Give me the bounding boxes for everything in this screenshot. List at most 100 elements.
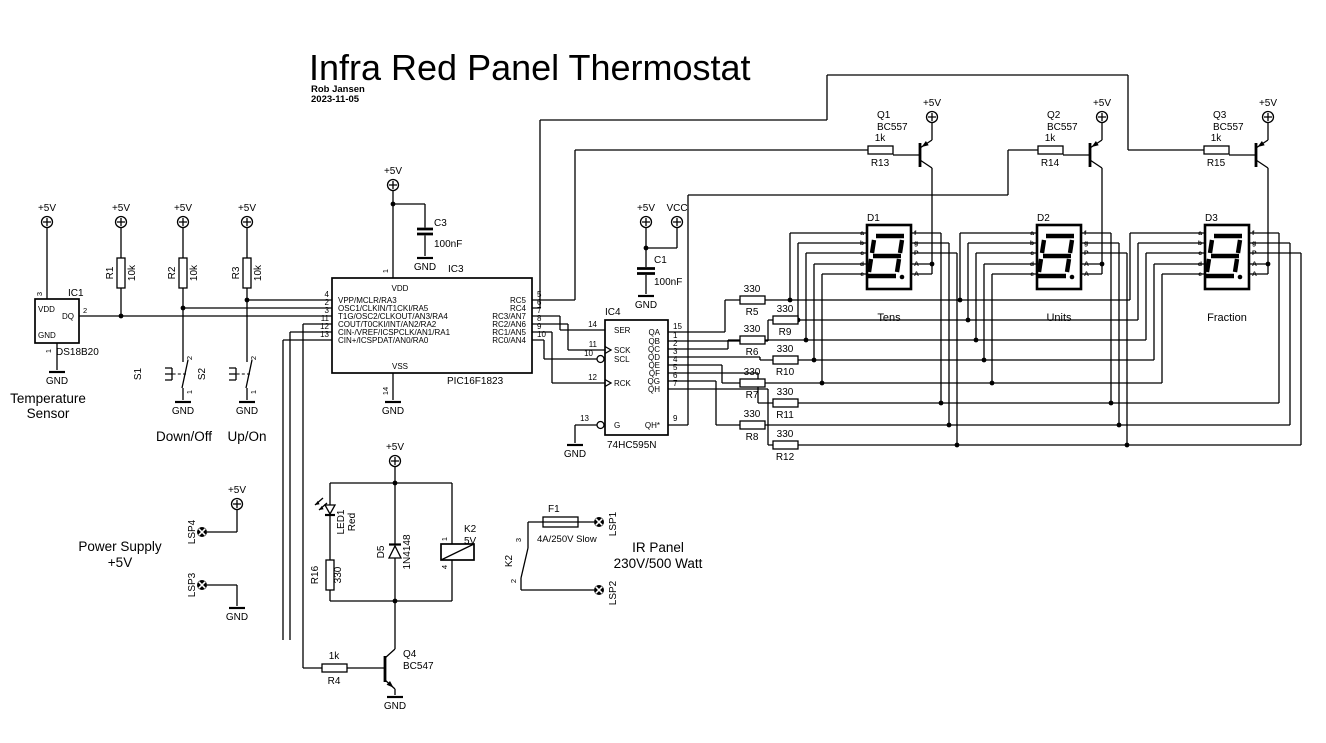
ic1-pin-num: 1	[44, 349, 53, 353]
solder-pad-lsp2-icon	[594, 585, 604, 595]
sensor-caption-2: Sensor	[27, 406, 70, 421]
pnp-arrow-icon	[1257, 141, 1265, 147]
r8-ref: R8	[746, 432, 759, 443]
d2-body	[1035, 223, 1083, 291]
capacitor-c1: C1 100nF	[637, 255, 682, 288]
npn-arrow-icon	[386, 681, 394, 688]
solder-pad-lsp4-icon	[197, 527, 207, 537]
d3-ref: D3	[1205, 213, 1218, 224]
net-label: +5V	[923, 98, 941, 109]
wires-shift-register	[574, 149, 1038, 446]
led-ref: LED1	[336, 509, 347, 534]
ic3-left-pin-name: CIN-/VREF/ICSPCLK/AN1/RA1	[338, 328, 451, 337]
d1-pin: a	[860, 230, 864, 237]
s1-caption: Down/Off	[156, 429, 212, 444]
ic4-right-pin-num: 5	[673, 363, 678, 372]
s2-pin-num: 1	[249, 390, 258, 394]
led-value: Red	[347, 513, 358, 531]
vcc-symbol-icon: +5V	[174, 203, 192, 229]
wires-relay-driver	[329, 466, 453, 695]
q4-ref: Q4	[403, 649, 417, 660]
net-label: +5V	[112, 203, 130, 214]
ic4-left-pin-num: 12	[588, 373, 597, 382]
r3-value: 10k	[253, 264, 264, 281]
ic4-right-pin-num: 2	[673, 339, 678, 348]
ic4-left-pin-num: 13	[580, 414, 589, 423]
ic1-ref: IC1	[68, 288, 84, 299]
k2-coil-pin: 1	[440, 537, 449, 541]
ic3-right-pin-num: 7	[537, 306, 542, 315]
r16-ref: R16	[310, 565, 321, 584]
r11-value: 330	[777, 387, 794, 398]
gnd-symbol-icon: GND	[236, 400, 258, 417]
s1-ref: S1	[133, 367, 144, 380]
d1-pin: A	[914, 271, 919, 278]
gnd-symbol-icon: GND	[384, 695, 406, 712]
ic4-ref: IC4	[605, 307, 621, 318]
d2-pin: d	[1030, 261, 1034, 268]
d3-body	[1203, 223, 1251, 291]
relay-coil-icon	[440, 543, 475, 561]
d2-ref: D2	[1037, 213, 1050, 224]
ic4-right-pin-name: QD	[648, 353, 660, 362]
power-symbols: +5V +5V +5V +5V +5V +5V VCC +5V +5V +5V …	[38, 98, 1277, 511]
ic4-right-pin-name: QG	[648, 377, 660, 386]
ic4-right-pin-name: QH	[648, 385, 660, 394]
net-label: +5V	[38, 203, 56, 214]
ic1-pin-gnd: GND	[38, 331, 56, 340]
net-label: +5V	[384, 166, 402, 177]
s2-ref: S2	[197, 367, 208, 380]
ic3-mcu: IC3 PIC16F1823 VDD VSS 1 14 VPP/MCLR/RA3…	[320, 264, 546, 395]
d3-pin: d	[1198, 261, 1202, 268]
ic4-left-pin-name: SER	[614, 326, 631, 335]
vcc-named-symbol-icon: VCC	[666, 203, 688, 229]
k2-coil-pin: 4	[440, 565, 449, 569]
net-label: +5V	[637, 203, 655, 214]
r1-value: 10k	[127, 264, 138, 281]
led-icon	[323, 504, 337, 516]
ic3-right-pin-name: RC5	[510, 296, 527, 305]
r6-value: 330	[744, 324, 761, 335]
net-label: +5V	[1259, 98, 1277, 109]
ic3-left-pin-num: 2	[325, 298, 330, 307]
ic4-body	[604, 319, 669, 436]
q3-ref: Q3	[1213, 110, 1227, 121]
ic3-part: PIC16F1823	[447, 376, 504, 387]
gnd-symbol-icon: GND	[414, 256, 436, 273]
vcc-symbol-icon: +5V	[1259, 98, 1277, 124]
ic4-part: 74HC595N	[607, 440, 656, 451]
r13-value: 1k	[875, 133, 887, 144]
net-label: +5V	[386, 442, 404, 453]
net-label: GND	[46, 376, 68, 387]
ic3-right-pin-name: RC4	[510, 304, 527, 313]
r9-ref: R9	[779, 327, 792, 338]
ic4-right-pin-num: 3	[673, 347, 678, 356]
net-label: GND	[172, 406, 194, 417]
net-label: VCC	[666, 203, 687, 214]
ic3-right-pin-name: RC2/AN6	[492, 320, 526, 329]
ic4-left-pin-name: G	[614, 421, 620, 430]
d5-part: 1N4148	[402, 534, 413, 569]
net-label: GND	[635, 300, 657, 311]
ic3-right-pin-name: RC3/AN7	[492, 312, 526, 321]
gnd-symbol-icon: GND	[382, 400, 404, 417]
d2-pin: g	[1084, 240, 1088, 247]
q3-part: BC557	[1213, 122, 1244, 133]
vcc-symbol-icon: +5V	[38, 203, 56, 229]
ic3-left-pin-num: 13	[320, 330, 329, 339]
net-label: +5V	[238, 203, 256, 214]
net-label: GND	[564, 449, 586, 460]
r7-value: 330	[744, 367, 761, 378]
d1-pin: b	[860, 240, 864, 247]
ic1-pin-num: 2	[83, 306, 87, 315]
schematic-date: 2023-11-05	[311, 94, 360, 105]
vcc-symbol-icon: +5V	[238, 203, 256, 229]
wires-mcu	[282, 74, 1204, 669]
r2-value: 10k	[189, 264, 200, 281]
ic3-right-pin-num: 5	[537, 290, 542, 299]
button-actuator-icon	[165, 367, 237, 381]
ic3-left-pin-num: 4	[325, 290, 330, 299]
d1-caption: Tens	[877, 312, 901, 324]
ic4-right-pin-name: QC	[648, 345, 660, 354]
